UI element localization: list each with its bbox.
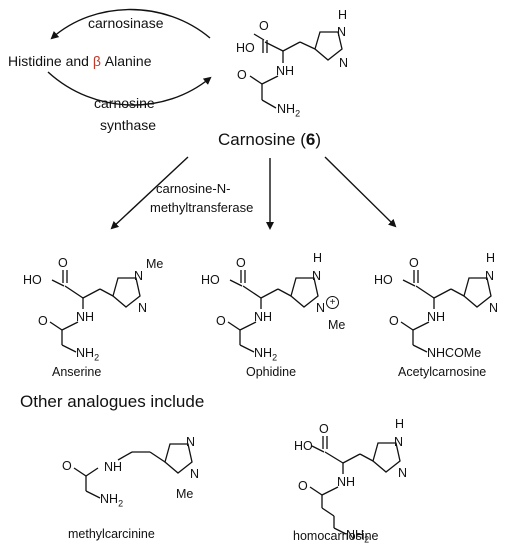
methylcarcinine-ring-n1: N: [186, 435, 196, 449]
acetylcarnosine-nhcome: NHCOMe: [427, 346, 482, 360]
anserine-structure: [49, 270, 141, 353]
acetylcarnosine-nh: NH: [427, 310, 446, 324]
beta-symbol: β: [92, 53, 101, 69]
acetylcarnosine-structure: [400, 270, 492, 353]
acetylcarnosine-ho: HO: [374, 273, 393, 287]
other-analogues-header: Other analogues include: [20, 392, 205, 411]
ophidine-o: O: [236, 256, 246, 270]
carnosine-amide-o: O: [237, 68, 247, 82]
ophidine-nh: NH: [254, 310, 273, 324]
anserine-ring-n2: N: [138, 301, 148, 315]
synthase-arrow: [47, 71, 212, 106]
homocarnosine-structure: [309, 436, 401, 535]
arrow-to-anserine: [110, 156, 189, 230]
methylcarcinine-nh: NH: [104, 460, 123, 474]
homocarnosine-ring-h: H: [395, 417, 405, 431]
anserine-ring-n1: N: [134, 269, 144, 283]
carnosine-nh2: NH2: [277, 102, 301, 119]
homocarnosine-ring-n1: N: [394, 435, 404, 449]
ophidine-plus-charge: +: [326, 296, 339, 309]
ophidine-me: Me: [328, 318, 346, 332]
carnosine-title: Carnosine (6): [218, 130, 322, 149]
anserine-ho: HO: [23, 273, 42, 287]
anserine-amide-o: O: [38, 314, 48, 328]
anserine-me: Me: [146, 257, 164, 271]
homocarnosine-ho: HO: [294, 439, 313, 453]
anserine-nh2: NH2: [76, 346, 100, 363]
ophidine-nh2: NH2: [254, 346, 278, 363]
methylcarcinine-me: Me: [176, 487, 194, 501]
ophidine-label: Ophidine: [246, 365, 297, 379]
histidine-beta-alanine-label: Histidine and β Alanine: [8, 54, 151, 68]
ophidine-ring-n2: N: [316, 301, 326, 315]
acetylcarnosine-ring-h: H: [486, 251, 496, 265]
anserine-o: O: [58, 256, 68, 270]
carnosinase-label: carnosinase: [88, 15, 164, 31]
methylcarcinine-ring-n2: N: [190, 467, 200, 481]
acetylcarnosine-label: Acetylcarnosine: [398, 365, 487, 379]
homocarnosine-label: homocarnosine: [293, 529, 379, 543]
homocarnosine-amide-o: O: [298, 479, 308, 493]
methyltransferase-line1: carnosine-N-: [156, 181, 231, 196]
ophidine-ring-n1: N: [312, 269, 322, 283]
homocarnosine-nh: NH: [337, 475, 356, 489]
homocarnosine-o: O: [319, 422, 329, 436]
ophidine-ho: HO: [201, 273, 220, 287]
histidine-label: Histidine and: [8, 53, 89, 69]
acetylcarnosine-ring-n2: N: [489, 301, 499, 315]
anserine-label: Anserine: [52, 365, 102, 379]
carnosine-structure: [249, 31, 343, 109]
methylcarcinine-label: methylcarcinine: [68, 527, 155, 541]
carnosine-o: O: [259, 19, 269, 33]
ophidine-amide-o: O: [216, 314, 226, 328]
carnosine-synthase-line1: carnosine: [94, 95, 155, 111]
methylcarcinine-nh2: NH2: [100, 492, 124, 509]
methylcarcinine-structure: [73, 443, 193, 499]
carnosine-synthase-line2: synthase: [100, 117, 157, 133]
anserine-nh: NH: [76, 310, 95, 324]
ophidine-ring-h: H: [313, 251, 323, 265]
carnosine-ring-n2: N: [339, 56, 349, 70]
acetylcarnosine-ring-n1: N: [485, 269, 495, 283]
carnosinase-arrow: [50, 8, 211, 40]
arrow-to-acetylcarnosine: [324, 156, 397, 228]
carnosine-ring-h: H: [338, 8, 348, 22]
acetylcarnosine-amide-o: O: [389, 314, 399, 328]
ophidine-structure: [227, 270, 319, 353]
carnosine-ring-n1: N: [337, 25, 347, 39]
homocarnosine-nh2: NH2: [346, 528, 370, 545]
methyltransferase-line2: methyltransferase: [150, 200, 254, 215]
carnosine-ho: HO: [236, 41, 255, 55]
homocarnosine-ring-n2: N: [398, 466, 408, 480]
alanine-label: Alanine: [104, 53, 152, 69]
methylcarcinine-amide-o: O: [62, 459, 72, 473]
carnosine-nh: NH: [276, 64, 295, 78]
acetylcarnosine-o: O: [409, 256, 419, 270]
